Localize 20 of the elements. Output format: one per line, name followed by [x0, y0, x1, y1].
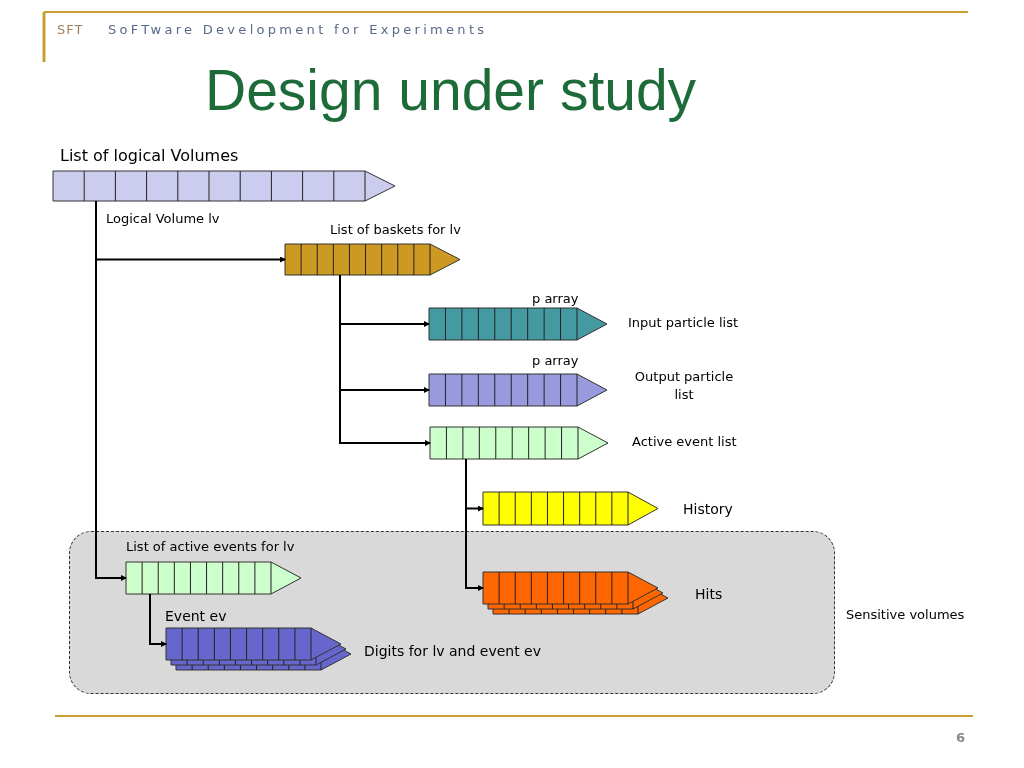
element-label: Event ev — [165, 607, 227, 625]
array-label: Hits — [695, 585, 724, 603]
array-label: History — [683, 500, 734, 518]
connector-arrow — [339, 274, 431, 446]
array-label: List of active events for lv — [126, 538, 296, 556]
array-label: Digits for lv and event ev — [364, 642, 543, 660]
header-text: SoFTware Development for Experiments — [108, 21, 488, 39]
section-tag: SFT — [57, 21, 84, 39]
array-label: List of logical Volumes — [60, 145, 240, 167]
array-label: Active event list — [632, 433, 738, 451]
region-label: Sensitive volumes — [846, 606, 966, 624]
array-label: Input particle list — [628, 314, 740, 332]
element-label: Logical Volume lv — [106, 210, 220, 228]
element-label: p array — [532, 352, 579, 370]
page-number: 6 — [956, 729, 966, 747]
slide-title: Design under study — [205, 58, 697, 122]
array-label: List of baskets for lv — [330, 221, 462, 239]
connector-arrow — [149, 593, 167, 647]
element-label: p array — [532, 290, 579, 308]
array-label: Output particle list — [633, 368, 735, 404]
